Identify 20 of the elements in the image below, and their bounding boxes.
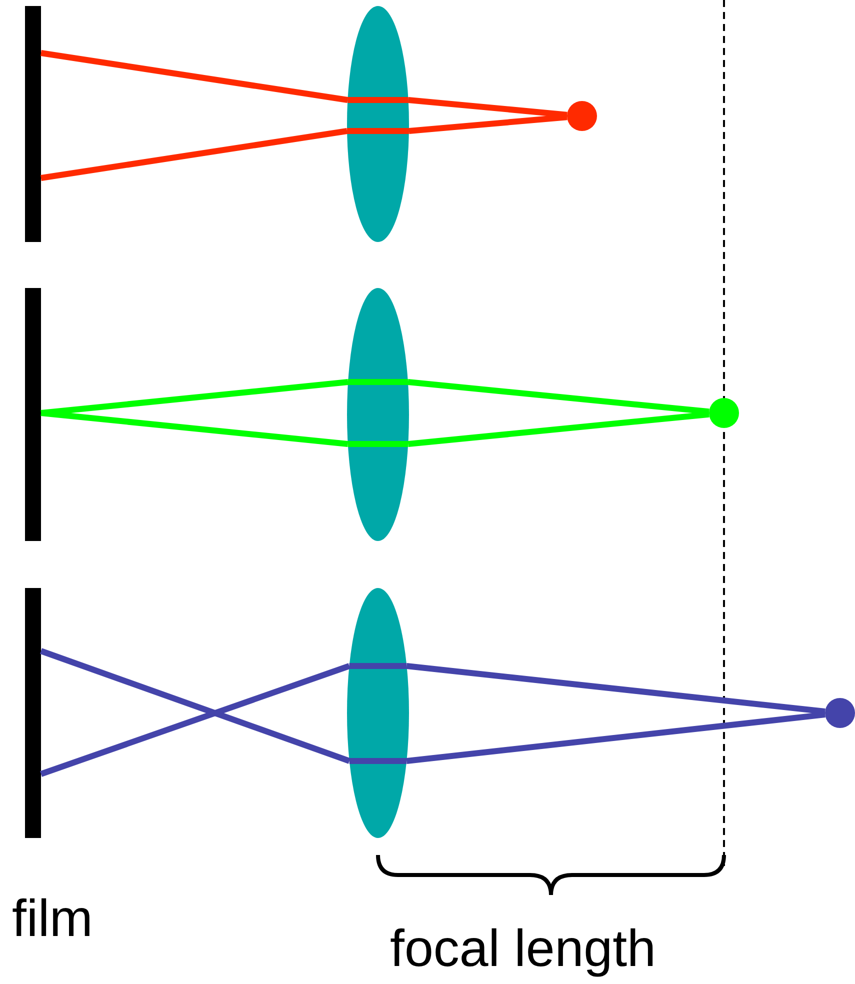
light-ray	[406, 663, 826, 714]
light-ray	[406, 712, 826, 764]
light-ray	[40, 50, 348, 103]
light-ray	[40, 410, 348, 447]
label: focal length	[390, 923, 656, 975]
light-ray	[408, 379, 710, 415]
point-light-source	[825, 698, 855, 728]
label: film	[12, 893, 93, 945]
light-ray	[40, 128, 348, 181]
point-light-source	[567, 101, 597, 131]
light-ray	[40, 379, 348, 416]
film-strip	[25, 588, 41, 838]
light-ray	[408, 97, 568, 118]
light-ray	[40, 663, 350, 777]
light-ray	[408, 411, 710, 447]
point-light-source	[709, 398, 739, 428]
film-strip	[25, 288, 41, 541]
light-ray	[408, 114, 568, 134]
light-ray	[40, 648, 350, 764]
film-strip	[25, 6, 41, 242]
